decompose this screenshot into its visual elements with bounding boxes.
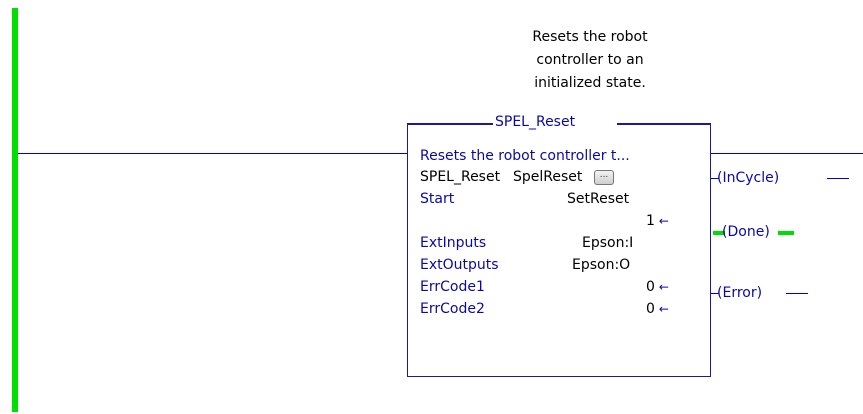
operand-label: ExtOutputs <box>420 257 499 273</box>
operand-row-extinputs: ExtInputs Epson:I <box>420 233 710 253</box>
operand-row-start: Start SetReset <box>420 189 710 209</box>
spel-reset-instruction-block[interactable] <box>407 124 711 377</box>
properties-ellipsis-button[interactable]: ... <box>594 170 614 185</box>
operand-row-errcode2: ErrCode2 0← <box>420 299 710 319</box>
output-coil-error[interactable]: (Error) <box>717 285 763 301</box>
rung-comment-line: controller to an <box>536 52 644 68</box>
instruction-block-header: SPEL_Reset <box>407 114 711 134</box>
operand-value[interactable]: SpelReset <box>513 169 583 185</box>
operand-label: SPEL_Reset <box>420 169 501 185</box>
rung-wire-output <box>711 153 863 154</box>
value-arrow-icon: ← <box>658 214 669 228</box>
rung-comment-line: initialized state. <box>534 75 646 91</box>
output-coil-incycle[interactable]: (InCycle) <box>717 170 780 186</box>
done-energized-wire <box>713 231 725 235</box>
operand-row-spel-reset: SPEL_Reset SpelReset ... <box>420 167 710 187</box>
operand-current-value: 0← <box>646 301 669 317</box>
operand-current-value: 0← <box>646 279 669 295</box>
incycle-wire-tail <box>827 178 849 179</box>
value-arrow-icon: ← <box>658 302 669 316</box>
done-energized-wire-tail <box>778 231 794 235</box>
operand-label: ErrCode2 <box>420 301 485 317</box>
error-wire-tail <box>786 293 808 294</box>
instruction-description: Resets the robot controller t... <box>420 148 630 164</box>
operand-current-value: 1← <box>646 213 669 229</box>
error-wire <box>711 293 719 294</box>
output-coil-done[interactable]: (Done) <box>722 224 770 240</box>
rung-comment-line: Resets the robot <box>532 29 648 45</box>
operand-row-extoutputs: ExtOutputs Epson:O <box>420 255 710 275</box>
rung-wire-input <box>18 153 407 154</box>
operand-value[interactable]: Epson:O <box>572 257 631 273</box>
operand-label: ExtInputs <box>420 235 487 251</box>
rung-comment[interactable]: Resets the robot controller to an initia… <box>470 26 710 95</box>
operand-value[interactable]: SetReset <box>567 191 630 207</box>
instruction-title[interactable]: SPEL_Reset <box>493 114 578 130</box>
operand-row-errcode1: ErrCode1 0← <box>420 277 710 297</box>
incycle-wire <box>711 178 719 179</box>
left-power-rail <box>12 8 18 412</box>
operand-row-start-value: 1← <box>420 211 710 231</box>
operand-label: Start <box>420 191 455 207</box>
operand-value[interactable]: Epson:I <box>582 235 634 251</box>
operand-label: ErrCode1 <box>420 279 485 295</box>
value-arrow-icon: ← <box>658 280 669 294</box>
